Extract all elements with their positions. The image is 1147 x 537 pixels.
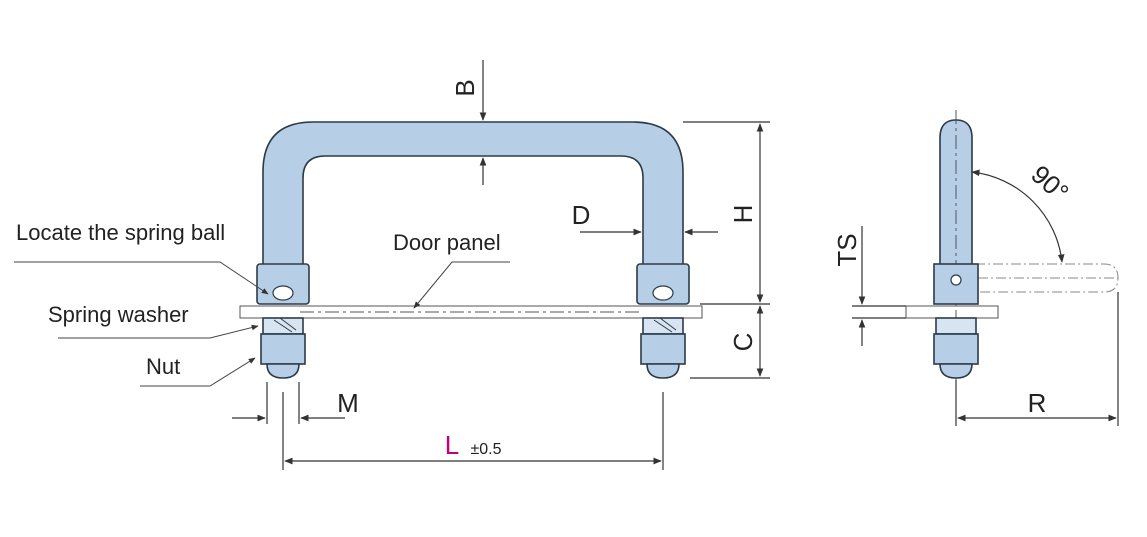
dim-R: R (1028, 388, 1047, 418)
dim-angle: 90° (1025, 159, 1074, 208)
dim-L-tolerance: ±0.5 (470, 441, 501, 458)
dim-B: B (450, 79, 480, 96)
front-view: B H C D M L ±0.5 Locate the spring ball … (14, 60, 770, 470)
left-mount (256, 263, 310, 379)
label-door-panel: Door panel (393, 230, 501, 255)
dim-H: H (728, 205, 758, 224)
side-door-panel (905, 305, 999, 319)
dim-D: D (572, 200, 591, 230)
dim-TS: TS (832, 233, 862, 266)
dim-L: L (445, 430, 459, 460)
right-mount (636, 263, 690, 379)
side-view: 90° TS R (832, 110, 1119, 426)
label-spring-ball: Locate the spring ball (16, 220, 225, 245)
dim-M: M (337, 388, 359, 418)
label-nut: Nut (146, 354, 180, 379)
dim-C: C (728, 333, 758, 352)
label-spring-washer: Spring washer (48, 302, 189, 327)
u-handle (262, 121, 684, 271)
